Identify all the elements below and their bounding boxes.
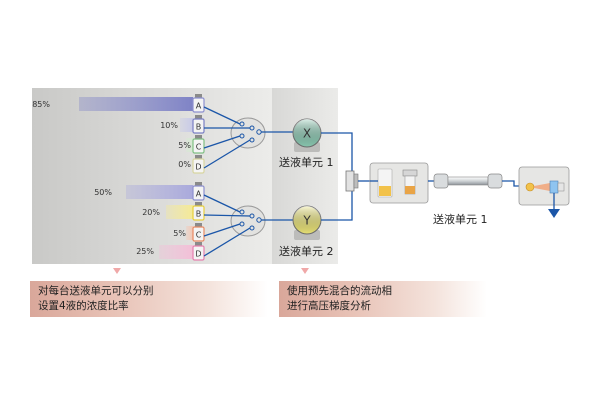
g2-bottle-b <box>192 205 205 221</box>
caption-box-2: 使用预先混合的流动相 进行高压梯度分析 <box>279 281 487 317</box>
detector-box <box>518 166 570 206</box>
g1-bottle-cap-a <box>195 94 202 98</box>
g1-bottle-cap-c <box>195 135 202 139</box>
caption2-pointer-icon <box>301 268 309 274</box>
mixer-box <box>369 162 429 204</box>
g2-bottle-cap-a <box>195 182 202 186</box>
g2-bottle-cap-c <box>195 223 202 227</box>
g1-bottle-letter-d: D <box>195 163 201 172</box>
caption2-line1: 使用预先混合的流动相 <box>287 285 392 297</box>
g1-bar-c <box>186 138 193 152</box>
g2-bottle-d <box>192 245 205 261</box>
caption1-line2: 设置4液的浓度比率 <box>38 300 129 312</box>
mixer-valve-2 <box>230 205 266 237</box>
g1-bar-a <box>79 97 193 111</box>
g1-pct-c: 5% <box>178 141 191 150</box>
g1-bottle-letter-b: B <box>196 123 202 132</box>
pump-y: Y <box>292 205 322 240</box>
g2-bottle-letter-d: D <box>195 250 201 259</box>
g1-pct-b: 10% <box>160 121 178 130</box>
left-panel-background <box>32 88 272 264</box>
g1-bottle-letter-c: C <box>196 143 202 152</box>
supply-lines-1 <box>203 106 251 169</box>
g2-bar-d <box>159 245 193 259</box>
g2-pct-b: 20% <box>142 208 160 217</box>
supply-lines-2 <box>203 194 251 257</box>
g1-bottle-b <box>192 118 205 134</box>
g2-bottle-cap-b <box>195 202 202 206</box>
g2-pct-a: 50% <box>94 188 112 197</box>
g1-bottle-a <box>192 97 205 113</box>
g1-bottle-d <box>192 158 205 174</box>
caption1-pointer-icon <box>113 268 121 274</box>
group2-bars: A B C D <box>126 182 205 261</box>
waste-arrow-icon <box>548 209 560 218</box>
mixing-junction <box>345 170 359 192</box>
caption1-line1: 对每台送液单元可以分别 <box>38 285 154 297</box>
column-to-detector-line <box>502 180 520 187</box>
g2-bottle-cap-d <box>195 242 202 246</box>
g1-bottle-c <box>192 138 205 154</box>
g1-bar-b <box>180 118 193 132</box>
unit-label-2: 送液单元 2 <box>279 245 334 258</box>
g2-bottle-a <box>192 185 205 201</box>
mixer-valve-1 <box>230 117 266 149</box>
g2-bottle-letter-a: A <box>196 190 202 199</box>
g2-pct-d: 25% <box>136 247 154 256</box>
g2-bar-c <box>186 226 193 240</box>
caption2-line2: 进行高压梯度分析 <box>287 300 371 312</box>
pump-x-outlet-line <box>321 132 353 175</box>
g2-bar-a <box>126 185 193 199</box>
g1-pct-a: 85% <box>32 100 50 109</box>
g2-bottle-c <box>192 226 205 242</box>
pump-y-letter: Y <box>302 214 311 228</box>
pump-x: X <box>292 118 322 152</box>
right-unit-label: 送液单元 1 <box>433 213 488 226</box>
g1-bottle-cap-d <box>195 155 202 159</box>
g1-pct-d: 0% <box>178 160 191 169</box>
caption-box-1: 对每台送液单元可以分别 设置4液的浓度比率 <box>30 281 268 317</box>
column <box>433 173 503 189</box>
pump-x-letter: X <box>303 127 311 141</box>
g1-bottle-cap-b <box>195 115 202 119</box>
g2-bar-b <box>166 205 193 219</box>
unit-label-1: 送液单元 1 <box>279 156 334 169</box>
g2-bottle-letter-b: B <box>196 210 202 219</box>
g2-bottle-letter-c: C <box>196 231 202 240</box>
pump-y-outlet-line <box>321 190 353 221</box>
group1-bars: A B C D <box>79 94 205 174</box>
g1-bottle-letter-a: A <box>196 102 202 111</box>
g2-pct-c: 5% <box>173 229 186 238</box>
